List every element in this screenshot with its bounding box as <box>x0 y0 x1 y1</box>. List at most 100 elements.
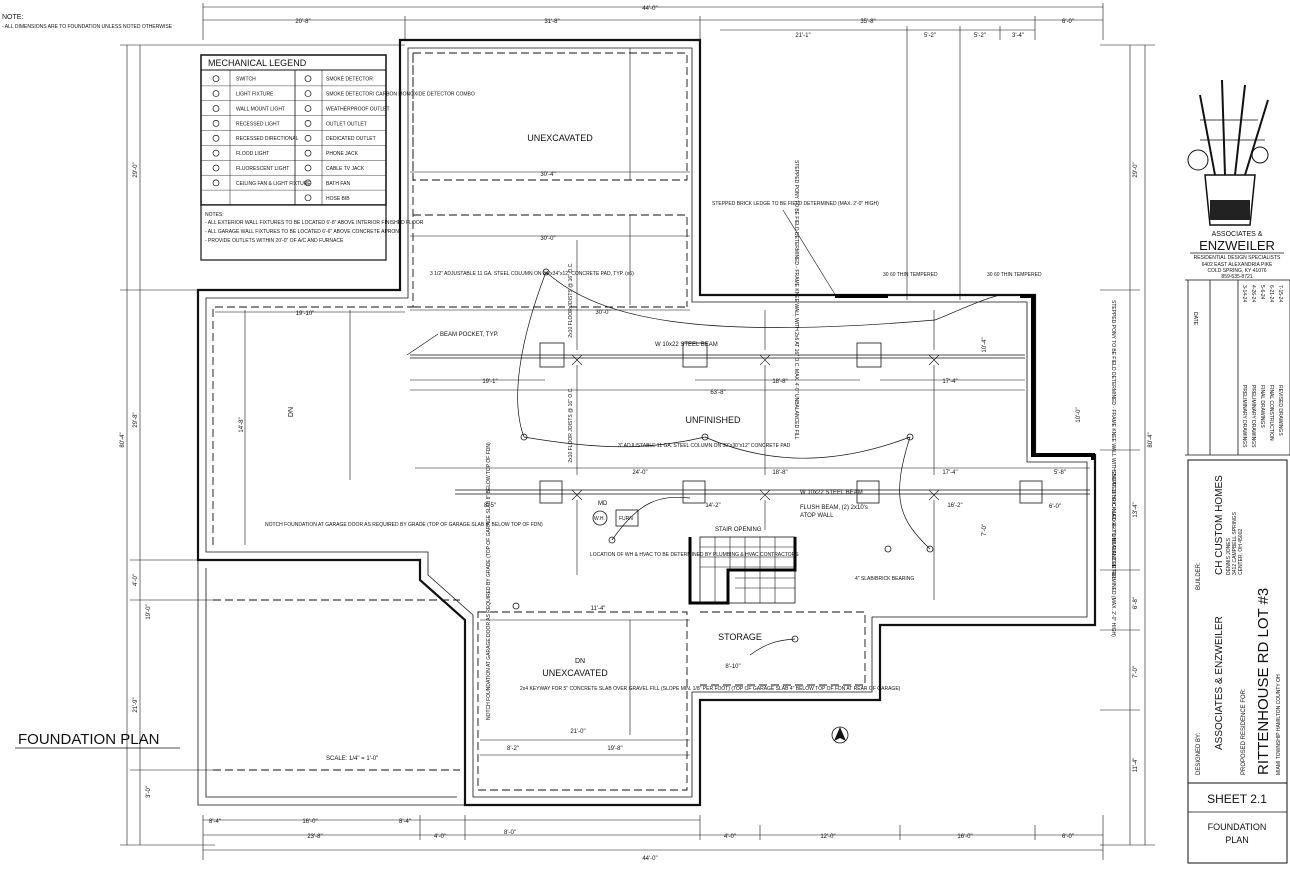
top-dim-4: 6'-0" <box>1062 19 1074 25</box>
column-note-2: 3" ADJUSTABLE 11 GA. STEEL COLUMN ON 30"… <box>618 443 791 449</box>
notes-line: - ALL DIMENSIONS ARE TO FOUNDATION UNLES… <box>2 24 173 30</box>
legend-left-item: RECESSED LIGHT <box>236 121 280 127</box>
designed-by: ASSOCIATES & ENZWEILER <box>1214 616 1225 750</box>
stair <box>699 536 796 604</box>
dim-63-8: 63'-8" <box>710 390 725 396</box>
logo-address: 6402 EAST ALEXANDRIA PIKE <box>1202 262 1273 268</box>
legend-symbol-icon <box>304 164 312 172</box>
bottom-dim-5: 16'-0" <box>957 834 972 840</box>
notes-heading: NOTE: <box>2 14 23 21</box>
brick-ledge-note: STEPPED BRICK LEDGE TO BE FIELD DETERMIN… <box>712 201 879 207</box>
top-sub-dim-2: 5'-2" <box>924 33 936 39</box>
revision-date: 3-14-24 <box>1241 285 1247 302</box>
revision-description: FINAL DRAWINGS <box>1259 385 1265 428</box>
dim-21-0: 21'-0" <box>570 729 585 735</box>
legend-symbol-icon <box>212 119 220 127</box>
legend-symbol-icon <box>304 134 312 142</box>
stair-opening-label: STAIR OPENING <box>715 527 762 533</box>
dim-11-4: 11'-4" <box>591 606 606 612</box>
legend-right-item: CABLE TV JACK <box>326 166 365 172</box>
right-dim-1: 29'-0" <box>1133 162 1139 177</box>
legend-symbol-icon <box>212 105 220 112</box>
dim-14-2: 14'-2" <box>705 503 720 509</box>
brick-ledge-note-right: STEPPED BRICK LEDGE TO BE FIELD DETERMIN… <box>1110 470 1116 637</box>
dim-18-8-a: 18'-8" <box>772 379 787 385</box>
right-dim-5: 7'-0" <box>1133 666 1139 678</box>
revision-description: FINAL CONSTRUCTION <box>1268 385 1274 441</box>
dim-24-0: 24'-0" <box>632 470 647 476</box>
sheet-title-1: FOUNDATION <box>1208 822 1267 832</box>
revision-date: 6-21-24 <box>1268 285 1274 302</box>
proposed-label: PROPOSED RESIDENCE FOR: <box>1241 688 1247 775</box>
room-unexcavated-bottom: UNEXCAVATED <box>542 668 608 678</box>
builder-sub-3: CENTER, OH 45002 <box>1238 529 1244 575</box>
legend-symbol-icon <box>212 90 220 97</box>
furn-label: FURN <box>619 516 633 522</box>
legend-note-3: - PROVIDE OUTLETS WITHIN 20'-0" OF A/C A… <box>205 238 344 244</box>
dn-label-1: DN <box>288 407 295 417</box>
interior-dim-lines <box>215 48 1025 756</box>
legend-right-item: HOSE BIB <box>326 196 350 202</box>
logo-line1: ASSOCIATES & <box>1212 231 1263 238</box>
left-dim-3: 4'-0" <box>133 574 139 586</box>
top-dim-2: 31'-8" <box>544 19 559 25</box>
bottom-sub-dim-4: 8'-0" <box>504 830 516 836</box>
revision-description: REVISED DRAWINGS <box>1277 385 1283 436</box>
north-arrow-icon <box>831 726 849 744</box>
legend-left-item: SWITCH <box>236 77 256 83</box>
left-dim-6: 3'-0" <box>146 786 152 798</box>
project-name: RITTENHOUSE RD LOT #3 <box>1255 588 1272 775</box>
bottom-dim-1: 23'-8" <box>307 834 322 840</box>
dim-5-8: 5'-8" <box>1054 470 1066 476</box>
logo-city: COLD SPRING, KY 41076 <box>1207 268 1266 274</box>
bottom-sub-dim-3: 8'-4" <box>399 819 411 825</box>
plan-title: FOUNDATION PLAN <box>18 731 159 748</box>
legend-left-item: RECESSED DIRECTIONAL <box>236 136 299 142</box>
plan-scale: SCALE: 1/4" = 1'-0" <box>326 756 378 762</box>
bottom-dim-2: 4'-0" <box>434 834 446 840</box>
steel-beam-mid-label: W 10x22 STEEL BEAM <box>800 490 863 496</box>
dim-19-1: 19'-1" <box>482 379 497 385</box>
hvac-note: LOCATION OF WH & HVAC TO BE DETERMINED B… <box>590 552 799 558</box>
legend-left-item: WALL MOUNT LIGHT <box>236 106 285 112</box>
steel-beam-top-label: W 10x22 STEEL BEAM <box>655 342 718 348</box>
left-dim-4: 19'-0" <box>146 604 152 619</box>
right-dimensions: 80'-4" 29'-0" 10'-0" 13'-4" 6'-8" 7'-0" … <box>1076 44 1155 846</box>
legend-symbol-icon <box>304 90 312 97</box>
tempered-window-1: 30 60 THIN TEMPERED <box>883 272 938 278</box>
revision-date: 4-26-24 <box>1250 285 1256 302</box>
designed-by-label: DESIGNED BY: <box>1196 732 1202 775</box>
dim-8-2: 8'-2" <box>507 746 519 752</box>
revision-description: PRELIMINARY DRAWINGS <box>1250 385 1256 448</box>
dn-label-2: DN <box>575 658 585 665</box>
md-label: MD <box>598 501 608 507</box>
right-dim-4: 6'-8" <box>1133 597 1139 609</box>
keyway-note: 2x4 KEYWAY FOR 5" CONCRETE SLAB OVER GRA… <box>520 686 901 692</box>
left-dim-5: 21'-9" <box>133 697 139 712</box>
dim-14-8: 14'-8" <box>239 417 245 432</box>
revisions-label: DATE <box>1192 312 1198 326</box>
legend-title: MECHANICAL LEGEND <box>208 58 307 68</box>
legend-right-item: PHONE JACK <box>326 151 359 157</box>
dim-7-0: 7'-0" <box>982 524 988 536</box>
right-dim-2: 10'-0" <box>1076 407 1082 422</box>
light-fixtures <box>512 268 1001 656</box>
column-note: 3 1/2" ADJUSTABLE 11 GA. STEEL COLUMN ON… <box>430 271 634 277</box>
builder-name: CH CUSTOM HOMES <box>1214 475 1225 575</box>
dim-30-0-b: 30'-0" <box>595 310 610 316</box>
legend-symbol-icon <box>304 75 312 83</box>
revision-date: 7-15-24 <box>1277 285 1283 302</box>
dim-17-4-a: 17'-4" <box>942 379 957 385</box>
revision-description: PRELIMINARY DRAWINGS <box>1241 385 1247 448</box>
legend-symbol-icon <box>212 164 220 172</box>
top-dim-1: 20'-8" <box>295 19 310 25</box>
dim-30-0-a: 30'-0" <box>540 236 555 242</box>
legend-left-item: FLOOD LIGHT <box>236 151 269 157</box>
right-dim-3: 13'-4" <box>1133 502 1139 517</box>
top-dimensions: 44'-0" 20'-8" 31'-8" 35'-8" 6'-0" 21'-1"… <box>202 3 1104 300</box>
right-overall-dim: 80'-4" <box>1148 432 1154 447</box>
builder-sub-2: 3412 CAMPBELL SPRINGS <box>1232 511 1238 575</box>
notch-garage-note: NOTCH FOUNDATION AT GARAGE DOOR AS REQUI… <box>265 522 543 528</box>
dim-8-10: 8'-10" <box>725 664 740 670</box>
builder-sub-1: DENNIS JONES <box>1226 537 1232 575</box>
